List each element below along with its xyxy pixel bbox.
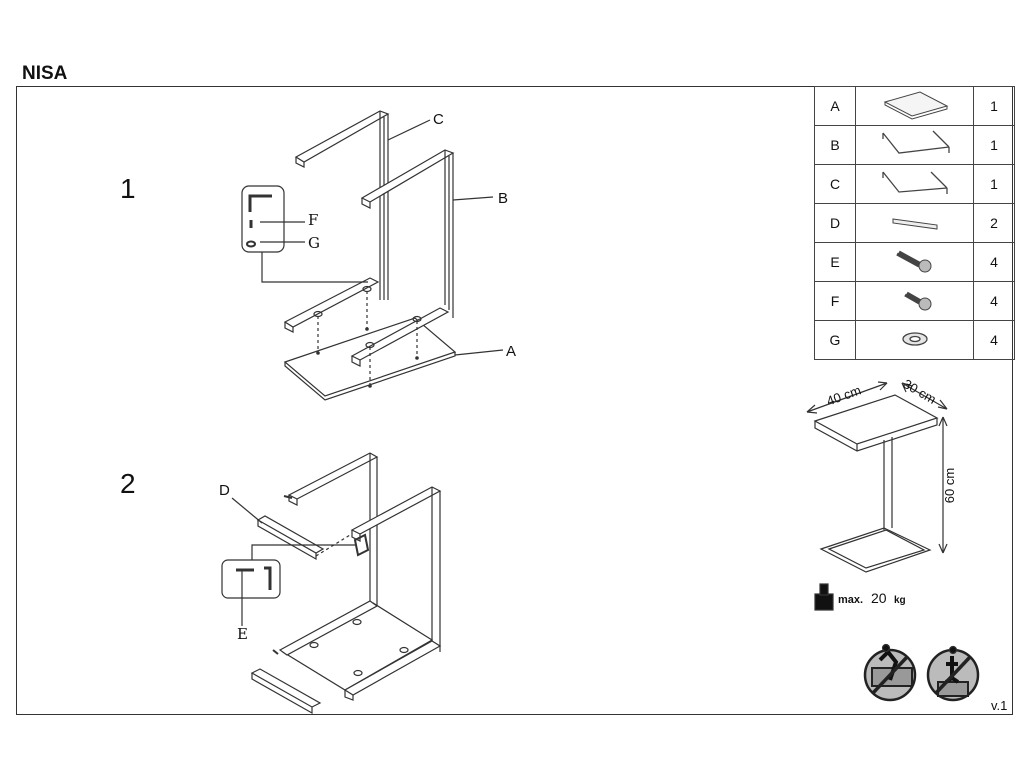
part-qty: 1 (973, 86, 1015, 126)
max-load-value: 20 (871, 590, 887, 606)
label-f: F (308, 211, 319, 229)
part-letter: B (814, 125, 856, 165)
part-qty: 1 (973, 125, 1015, 165)
bar-icon (855, 203, 974, 243)
label-b: B (498, 190, 509, 207)
part-letter: C (814, 164, 856, 204)
washer-icon (855, 320, 974, 360)
product-title: NISA (22, 63, 68, 84)
frame-c-icon (855, 164, 974, 204)
max-load-unit: kg (894, 595, 906, 606)
frame-b-icon (855, 125, 974, 165)
step-1-number: 1 (120, 173, 136, 204)
part-qty: 2 (973, 203, 1015, 243)
part-letter: A (814, 86, 856, 126)
table-row: A 1 (814, 86, 1015, 126)
table-row: C 1 (814, 164, 1015, 204)
label-a: A (506, 343, 517, 360)
part-letter: G (814, 320, 856, 360)
max-load-label: max. (838, 594, 864, 606)
dimension-height: 60 cm (942, 467, 958, 504)
version-label: v.1 (991, 698, 1008, 713)
no-standing-icon (926, 645, 980, 702)
table-row: F 4 (814, 281, 1015, 321)
dimension-drawing (806, 381, 948, 573)
part-letter: D (814, 203, 856, 243)
table-row: B 1 (814, 125, 1015, 165)
table-row: G 4 (814, 320, 1015, 360)
tabletop-icon (855, 86, 974, 126)
weight-icon (814, 583, 834, 611)
no-climbing-icon (863, 643, 917, 702)
part-qty: 4 (973, 242, 1015, 282)
part-qty: 1 (973, 164, 1015, 204)
step-2-diagram (221, 452, 442, 715)
table-row: E 4 (814, 242, 1015, 282)
label-g: G (308, 234, 320, 252)
part-letter: E (814, 242, 856, 282)
step-2-number: 2 (120, 468, 136, 499)
part-qty: 4 (973, 320, 1015, 360)
part-letter: F (814, 281, 856, 321)
step-1-diagram (241, 110, 504, 401)
label-c: C (433, 111, 444, 128)
parts-list: A 1 B 1 C 1 D 2 E 4 F 4 (814, 86, 1015, 360)
long-bolt-icon (855, 242, 974, 282)
table-row: D 2 (814, 203, 1015, 243)
part-qty: 4 (973, 281, 1015, 321)
label-d: D (219, 482, 230, 499)
short-bolt-icon (855, 281, 974, 321)
label-e: E (237, 625, 248, 643)
instruction-frame (16, 86, 1013, 715)
